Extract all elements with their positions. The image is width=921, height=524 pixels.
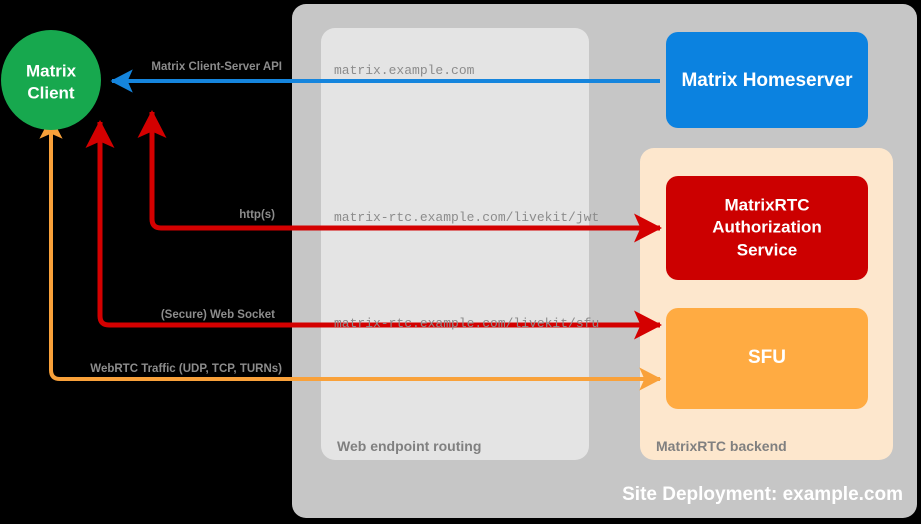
node-sfu[interactable]: SFU <box>666 308 868 409</box>
node-matrixrtc-authorization-service[interactable]: MatrixRTC Authorization Service <box>666 176 868 280</box>
flow-secure-web-socket: (Secure) Web Socket <box>85 119 663 340</box>
node-label-auth-line3: Service <box>737 240 798 259</box>
endpoint-label-matrix: matrix.example.com <box>334 63 475 78</box>
flow-matrix-client-server-api: Matrix Client-Server API <box>110 61 660 93</box>
flow-label-https: http(s) <box>239 209 275 221</box>
flow-https: http(s) <box>137 109 663 243</box>
endpoint-label-sfu: matrix-rtc.example.com/livekit/sfu <box>334 316 599 331</box>
flow-webrtc-traffic: WebRTC Traffic (UDP, TCP, TURNs) <box>39 116 662 391</box>
flow-label-webrtc-traffic: WebRTC Traffic (UDP, TCP, TURNs) <box>90 363 282 375</box>
node-label-matrix-homeserver: Matrix Homeserver <box>681 70 853 91</box>
endpoint-label-jwt: matrix-rtc.example.com/livekit/jwt <box>334 210 599 225</box>
flow-label-matrix-client-server-api: Matrix Client-Server API <box>151 61 282 73</box>
site-deployment-label: Site Deployment: example.com <box>622 484 903 505</box>
group-web-endpoint-routing <box>321 28 589 460</box>
node-label-auth-line2: Authorization <box>712 217 822 236</box>
group-label-web-endpoint-routing: Web endpoint routing <box>337 438 481 454</box>
node-label-auth-line1: MatrixRTC <box>724 195 809 214</box>
node-label-sfu: SFU <box>748 347 786 368</box>
group-label-matrixrtc-backend: MatrixRTC backend <box>656 438 787 454</box>
flow-label-secure-web-socket: (Secure) Web Socket <box>161 309 275 321</box>
node-label-matrix-client-line1: Matrix <box>26 61 77 80</box>
node-label-matrix-client-line2: Client <box>27 83 75 102</box>
node-matrix-homeserver[interactable]: Matrix Homeserver <box>666 32 868 128</box>
node-matrix-client[interactable]: Matrix Client <box>1 30 101 130</box>
